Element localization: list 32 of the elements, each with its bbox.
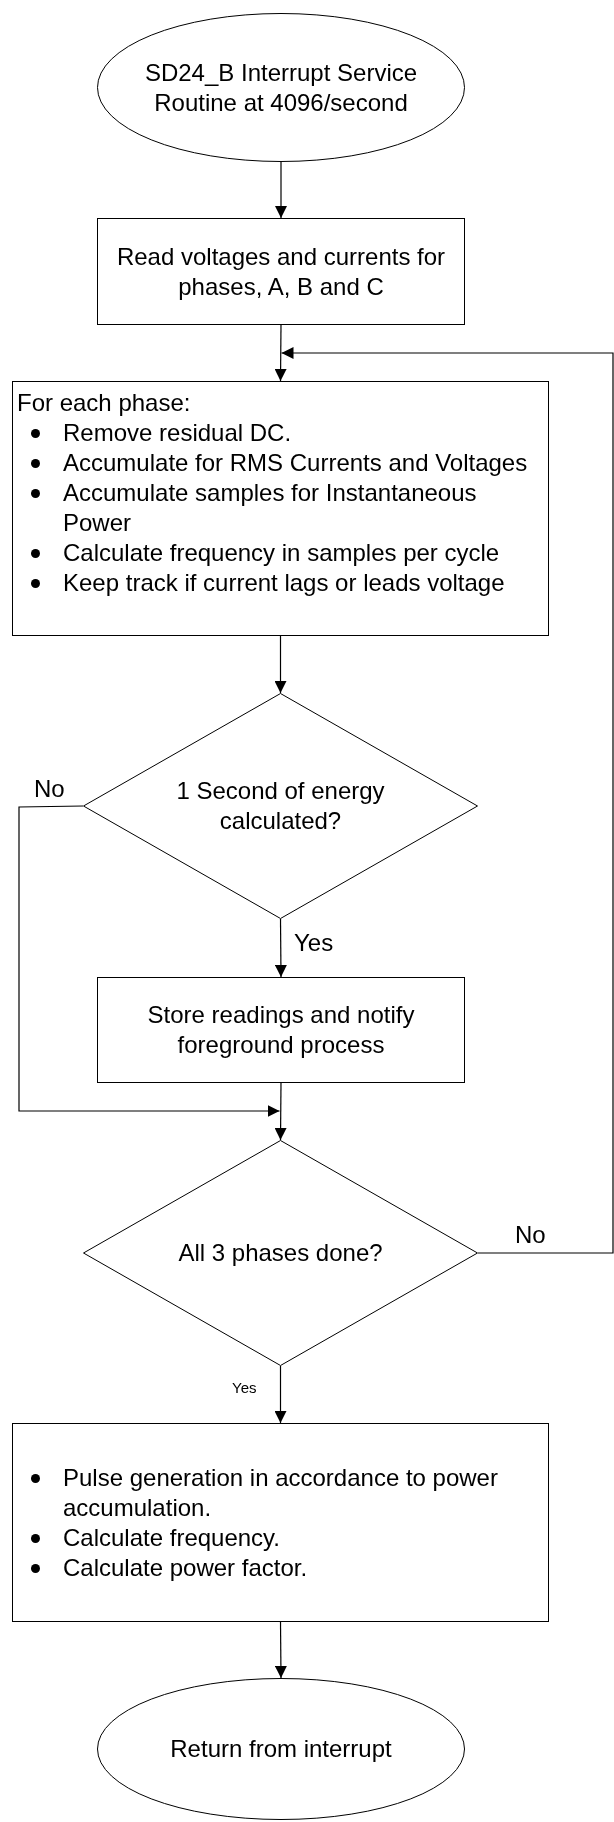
- list-item-text: Calculate frequency.: [63, 1522, 281, 1553]
- heading: For each phase:: [17, 388, 192, 418]
- list-item-text: Calculate power factor.: [63, 1552, 309, 1583]
- arrow: [275, 161, 287, 219]
- list-item-text: Keep track if current lags or leads voltage: [63, 568, 506, 598]
- node-text: Read voltages and currents for phases, A, B and C: [116, 241, 446, 302]
- arrow: [274, 1621, 287, 1679]
- process-box: [97, 977, 465, 1083]
- node-text: 1 Second of energy calculated?: [175, 776, 386, 836]
- arrow: [18, 805, 281, 1117]
- list-item-text: Pulse generation in accordance to power accumulation.: [63, 1462, 499, 1523]
- decision-diamond: [83, 1140, 478, 1366]
- list-item-text: Remove residual DC.: [63, 418, 293, 448]
- process-box: [12, 1423, 549, 1622]
- arrow: [274, 635, 287, 694]
- arrow: [274, 918, 287, 978]
- process-box: [97, 218, 465, 325]
- list-item-text: Accumulate for RMS Currents and Voltages: [63, 448, 529, 478]
- arrow: [274, 1365, 287, 1424]
- node-text: Store readings and notify foreground process: [146, 1000, 416, 1060]
- terminal-ellipse: [97, 1678, 465, 1820]
- node-text: All 3 phases done?: [178, 1238, 383, 1268]
- arrow: [274, 1082, 287, 1141]
- process-box: [12, 381, 549, 636]
- list-item-text: Accumulate samples for Instantaneous Power: [63, 478, 478, 538]
- decision-diamond: [83, 693, 478, 919]
- arrow: [280, 347, 614, 1254]
- node-text: SD24_B Interrupt Service Routine at 4096/second: [143, 57, 419, 118]
- terminal-ellipse: [97, 13, 465, 162]
- list-item-text: Calculate frequency in samples per cycle: [63, 538, 501, 568]
- node-text: Return from interrupt: [170, 1734, 392, 1764]
- arrow: [274, 324, 287, 382]
